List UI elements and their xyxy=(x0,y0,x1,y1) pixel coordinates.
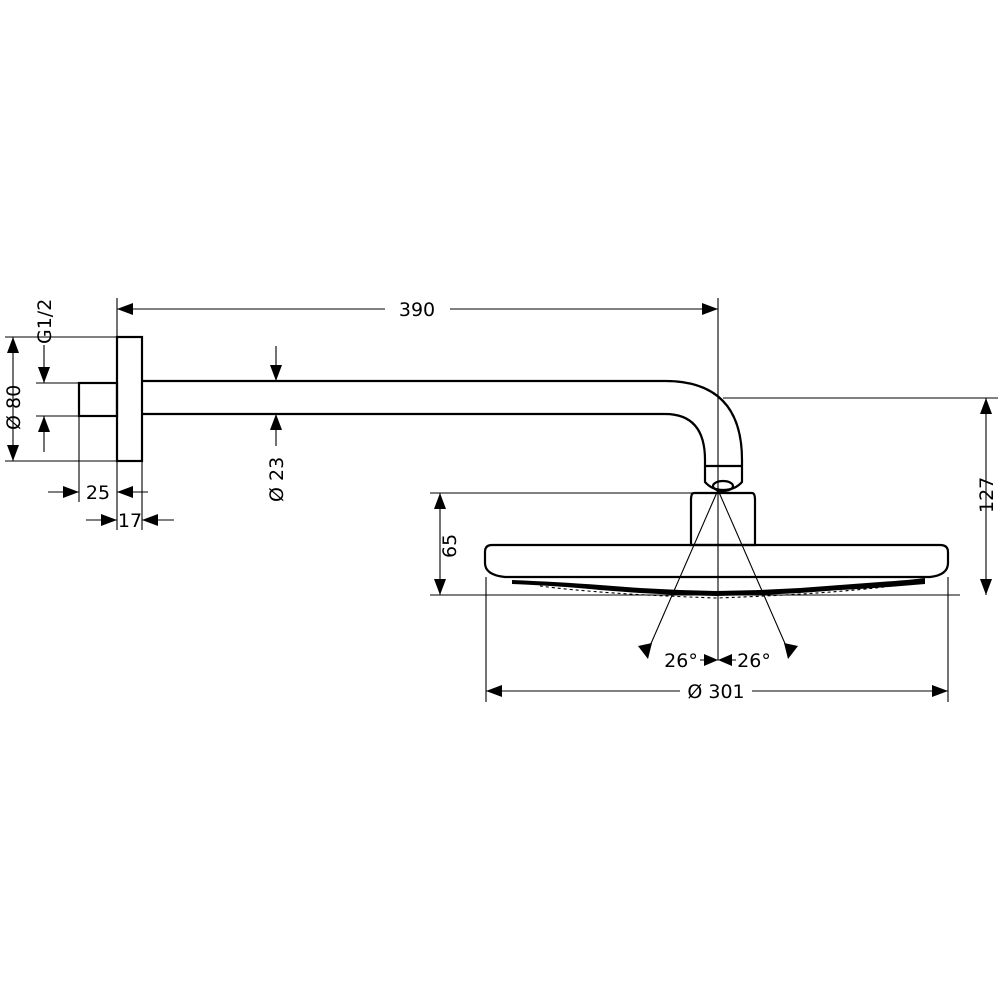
dimension-arm-length: 390 xyxy=(116,298,719,660)
dimension-arm-diameter-label: Ø 23 xyxy=(266,457,288,502)
spray-angle: 26° 26° xyxy=(638,489,798,672)
dimension-total-drop-label: 127 xyxy=(976,477,998,513)
dimension-flange-diameter: Ø 80 xyxy=(3,336,117,462)
shower-arm xyxy=(142,379,744,493)
dimension-flange-offset: 25 xyxy=(48,416,148,530)
spray-angle-right-label: 26° xyxy=(737,650,771,672)
dimension-total-drop: 127 xyxy=(723,397,998,595)
dimension-thread: G1/2 xyxy=(34,299,79,452)
dimension-flange-offset-label: 25 xyxy=(86,482,110,504)
dimension-flange-thickness: 17 xyxy=(86,461,174,532)
wall-flange xyxy=(77,335,144,463)
dimension-flange-diameter-label: Ø 80 xyxy=(3,385,25,430)
dimension-arm-diameter: Ø 23 xyxy=(266,346,288,502)
shower-head xyxy=(483,491,950,599)
dimension-head-diameter-label: Ø 301 xyxy=(687,681,744,703)
dimension-head-diameter: Ø 301 xyxy=(485,577,949,703)
dimension-thread-label: G1/2 xyxy=(34,299,56,344)
dimension-flange-thickness-label: 17 xyxy=(118,510,142,532)
spray-angle-left-label: 26° xyxy=(664,650,698,672)
dimension-head-height-label: 65 xyxy=(439,534,461,558)
dimension-head-height: 65 xyxy=(430,492,960,596)
dimension-arm-length-label: 390 xyxy=(399,299,435,321)
